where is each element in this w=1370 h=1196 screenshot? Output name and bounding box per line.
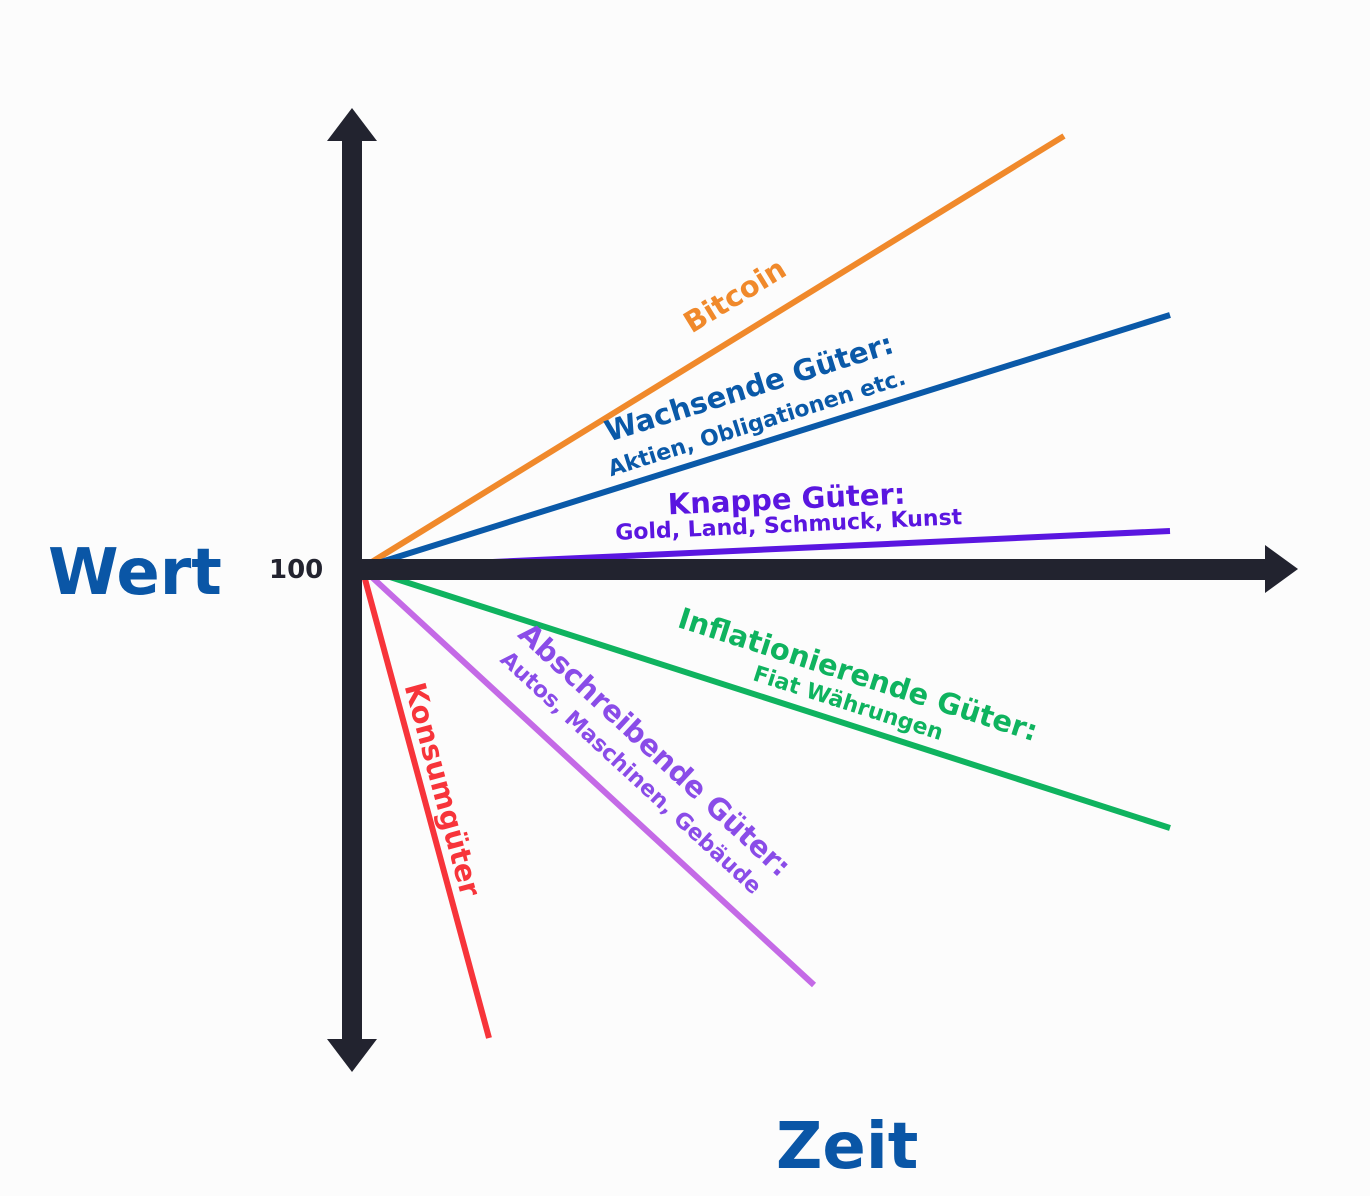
y-axis-title: Wert [48, 536, 222, 610]
x-axis-title: Zeit [776, 1110, 918, 1184]
y-axis-arrow-up-icon [327, 108, 377, 141]
inflationierende-gueter-line [361, 565, 1171, 831]
y-axis-arrow-down-icon [327, 1039, 377, 1072]
wachsende-gueter-line [361, 312, 1171, 571]
y-axis-shaft [342, 136, 362, 1044]
konsumgueter-line [359, 567, 492, 1039]
x-axis-arrow-right-icon [1265, 545, 1298, 593]
x-axis-shaft [342, 559, 1272, 580]
bitcoin-label: Bitcoin [677, 251, 792, 339]
abschreibende-gueter-line [359, 565, 817, 988]
bitcoin-line [360, 133, 1066, 571]
baseline-value-label: 100 [269, 555, 323, 585]
